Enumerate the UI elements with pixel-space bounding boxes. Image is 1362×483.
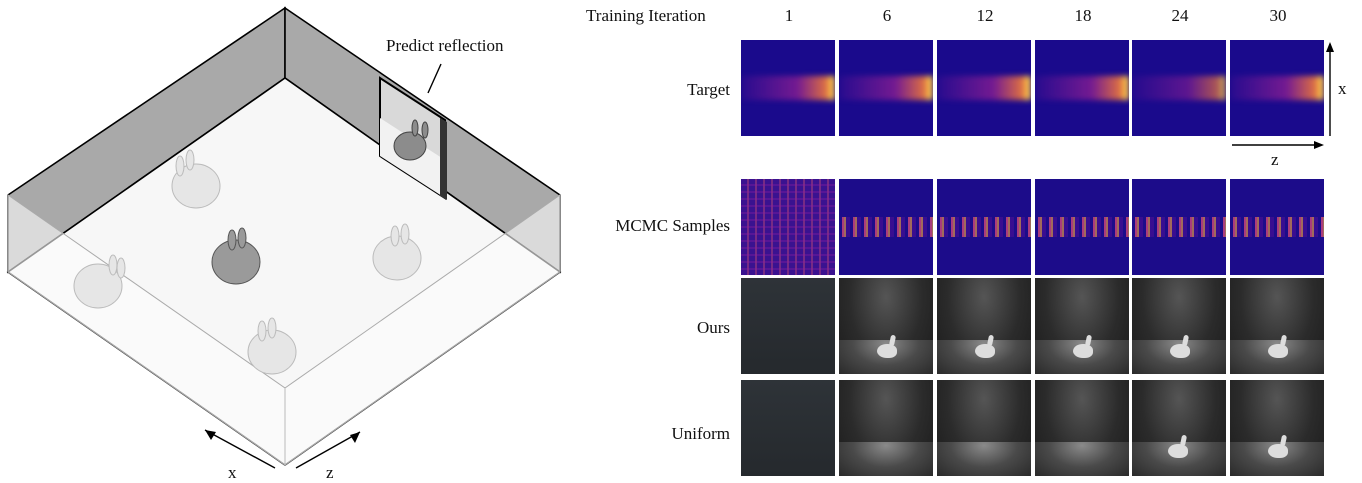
target-heatmap: [839, 40, 933, 136]
ours-render: [1035, 278, 1129, 374]
bunny-icon: [211, 227, 261, 285]
target-heatmap: [741, 40, 835, 136]
target-heatmap: [937, 40, 1031, 136]
row-label-target: Target: [687, 80, 730, 99]
uniform-render: [1035, 380, 1129, 476]
uniform-render: [741, 380, 835, 476]
grid-axes: [1232, 42, 1334, 149]
mcmc-heatmap: [741, 179, 835, 275]
grid-axis-z: z: [1271, 150, 1279, 169]
bunny-icon: [247, 317, 297, 375]
ours-render: [937, 278, 1031, 374]
mcmc-heatmap: [1230, 179, 1324, 275]
mcmc-heatmap: [1035, 179, 1129, 275]
callout-label: Predict reflection: [386, 36, 504, 55]
uniform-render: [1230, 380, 1324, 476]
iteration-header: 30: [1269, 6, 1287, 25]
target-heatmap: [1132, 40, 1226, 136]
bunny-icon: [73, 254, 126, 309]
bunny-icon: [171, 149, 221, 209]
scene-axis-x: x: [228, 463, 237, 482]
iteration-header: 12: [976, 6, 994, 25]
uniform-render: [1132, 380, 1226, 476]
grid-header-label: Training Iteration: [586, 6, 706, 25]
target-heatmap: [1035, 40, 1129, 136]
mcmc-heatmap: [1132, 179, 1226, 275]
row-label-mcmc: MCMC Samples: [615, 216, 730, 235]
row-label-uniform: Uniform: [671, 424, 730, 443]
target-heatmap: [1230, 40, 1324, 136]
mcmc-heatmap: [839, 179, 933, 275]
iteration-header: 24: [1171, 6, 1189, 25]
mcmc-heatmap: [937, 179, 1031, 275]
uniform-render: [937, 380, 1031, 476]
ours-render: [1230, 278, 1324, 374]
row-label-ours: Ours: [696, 318, 730, 337]
ours-render: [741, 278, 835, 374]
uniform-render: [839, 380, 933, 476]
ours-render: [839, 278, 933, 374]
iteration-header: 18: [1074, 6, 1092, 25]
bunny-icon: [372, 223, 422, 281]
ours-render: [1132, 278, 1226, 374]
scene-diagram: [6, 6, 562, 469]
grid-axis-x: x: [1338, 79, 1347, 98]
scene-axis-z: z: [326, 463, 334, 482]
iteration-header: 6: [882, 6, 892, 25]
iteration-header: 1: [784, 6, 794, 25]
bunny-icon: [393, 119, 429, 161]
